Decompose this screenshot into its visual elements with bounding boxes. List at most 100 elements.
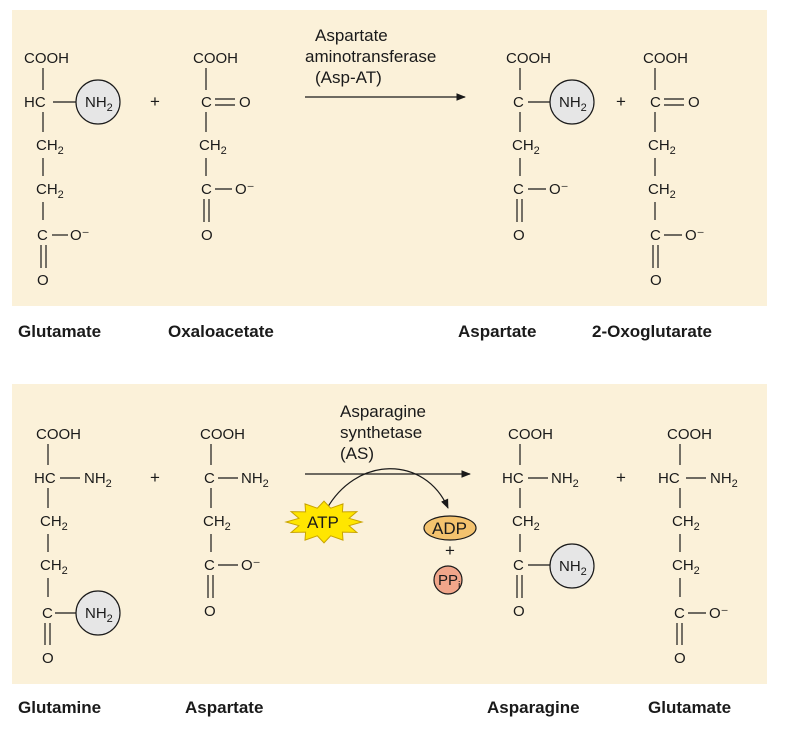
plus-sign: + xyxy=(616,92,626,111)
c-label: C xyxy=(201,181,212,198)
ch2-label: CH2 xyxy=(203,513,231,533)
hc-label: HC xyxy=(24,94,46,111)
nh2-circle xyxy=(75,590,121,636)
plus-sign: + xyxy=(616,468,626,487)
c-label: C xyxy=(650,227,661,244)
c-label: C xyxy=(37,227,48,244)
plus-sign: + xyxy=(150,92,160,111)
label-asparagine: Asparagine xyxy=(487,698,580,717)
ppi-circle xyxy=(433,565,463,595)
o-label: O xyxy=(204,603,216,620)
label-glutamate: Glutamate xyxy=(18,322,102,341)
o-minus-label: O⁻ xyxy=(709,605,729,622)
ch2-label: CH2 xyxy=(648,137,676,157)
atp-burst-shape xyxy=(284,500,364,544)
cooh-label: COOH xyxy=(193,50,238,67)
cooh-label: COOH xyxy=(36,426,81,443)
o-label: O xyxy=(650,272,662,289)
o-label: O xyxy=(513,227,525,244)
o-label: O xyxy=(37,272,49,289)
molecule-asparagine: COOH HC NH2 CH2 C NH2 O xyxy=(502,426,595,620)
enzyme-name-line1: Asparagine xyxy=(340,402,426,421)
ch2-label: CH2 xyxy=(648,181,676,201)
hc-label: HC xyxy=(34,470,56,487)
nh2-label: NH2 xyxy=(551,470,579,490)
c-label: C xyxy=(513,181,524,198)
o-minus-label: O⁻ xyxy=(70,227,90,244)
enzyme-name-line2: aminotransferase xyxy=(305,47,436,66)
o-label: O xyxy=(674,650,686,667)
atp-label: ATP xyxy=(307,513,339,532)
nh2-label: NH2 xyxy=(85,94,113,114)
c-label: C xyxy=(650,94,661,111)
molecule-oxaloacetate: COOH C O CH2 C O⁻ O xyxy=(193,50,255,244)
nh2-label: NH2 xyxy=(559,558,587,578)
molecule-aspartate-product: COOH C NH2 CH2 C O⁻ O xyxy=(506,50,595,244)
ch2-label: CH2 xyxy=(672,557,700,577)
ch2-label: CH2 xyxy=(199,137,227,157)
reaction-panel-1 xyxy=(12,10,767,306)
cooh-label: COOH xyxy=(506,50,551,67)
c-label: C xyxy=(42,605,53,622)
label-2-oxoglutarate: 2-Oxoglutarate xyxy=(592,322,712,341)
hc-label: HC xyxy=(658,470,680,487)
o-minus-label: O⁻ xyxy=(549,181,569,198)
enzyme-name-line2: synthetase xyxy=(340,423,422,442)
plus-sign: + xyxy=(445,541,455,560)
label-glutamate: Glutamate xyxy=(648,698,732,717)
molecule-glutamine: COOH HC NH2 CH2 CH2 C NH2 O xyxy=(34,426,121,667)
o-label: O xyxy=(688,94,700,111)
ch2-label: CH2 xyxy=(672,513,700,533)
label-aspartate: Aspartate xyxy=(185,698,264,717)
c-label: C xyxy=(204,470,215,487)
adp-oval xyxy=(423,515,477,541)
reaction-panel-2 xyxy=(12,384,767,684)
cofactor-curved-arrow xyxy=(324,468,449,513)
cooh-label: COOH xyxy=(24,50,69,67)
o-label: O xyxy=(201,227,213,244)
molecule-aspartate-substrate: COOH C NH2 CH2 C O⁻ O xyxy=(200,426,269,620)
nh2-label: NH2 xyxy=(559,94,587,114)
nh2-circle xyxy=(75,79,121,125)
o-label: O xyxy=(513,603,525,620)
ch2-label: CH2 xyxy=(512,513,540,533)
o-minus-label: O⁻ xyxy=(685,227,705,244)
label-glutamine: Glutamine xyxy=(18,698,102,717)
c-label: C xyxy=(204,557,215,574)
nh2-label: NH2 xyxy=(710,470,738,490)
ch2-label: CH2 xyxy=(40,557,68,577)
hc-label: HC xyxy=(502,470,524,487)
nh2-circle xyxy=(549,79,595,125)
ch2-label: CH2 xyxy=(36,181,64,201)
nh2-label: NH2 xyxy=(241,470,269,490)
c-label: C xyxy=(513,557,524,574)
enzyme-name-line1: Aspartate xyxy=(315,26,388,45)
enzyme-name-line3: (Asp-AT) xyxy=(315,68,382,87)
ch2-label: CH2 xyxy=(36,137,64,157)
cooh-label: COOH xyxy=(643,50,688,67)
nh2-label: NH2 xyxy=(84,470,112,490)
ch2-label: CH2 xyxy=(40,513,68,533)
nh2-circle xyxy=(549,543,595,589)
o-minus-label: O⁻ xyxy=(235,181,255,198)
label-aspartate: Aspartate xyxy=(458,322,537,341)
o-minus-label: O⁻ xyxy=(241,557,261,574)
nh2-label: NH2 xyxy=(85,605,113,625)
ch2-label: CH2 xyxy=(512,137,540,157)
molecule-glutamate-2: COOH HC NH2 CH2 CH2 C O⁻ O xyxy=(658,426,738,667)
plus-sign: + xyxy=(150,468,160,487)
molecule-2-oxoglutarate: COOH C O CH2 CH2 C O⁻ O xyxy=(643,50,705,289)
molecule-glutamate-1: COOH HC NH2 CH2 CH2 C O⁻ O xyxy=(24,50,121,289)
c-label: C xyxy=(201,94,212,111)
o-label: O xyxy=(239,94,251,111)
label-oxaloacetate: Oxaloacetate xyxy=(168,322,274,341)
c-label: C xyxy=(513,94,524,111)
o-label: O xyxy=(42,650,54,667)
adp-label: ADP xyxy=(432,519,467,538)
ppi-label: PPi xyxy=(438,572,460,592)
cooh-label: COOH xyxy=(200,426,245,443)
cooh-label: COOH xyxy=(508,426,553,443)
c-label: C xyxy=(674,605,685,622)
enzyme-name-line3: (AS) xyxy=(340,444,374,463)
